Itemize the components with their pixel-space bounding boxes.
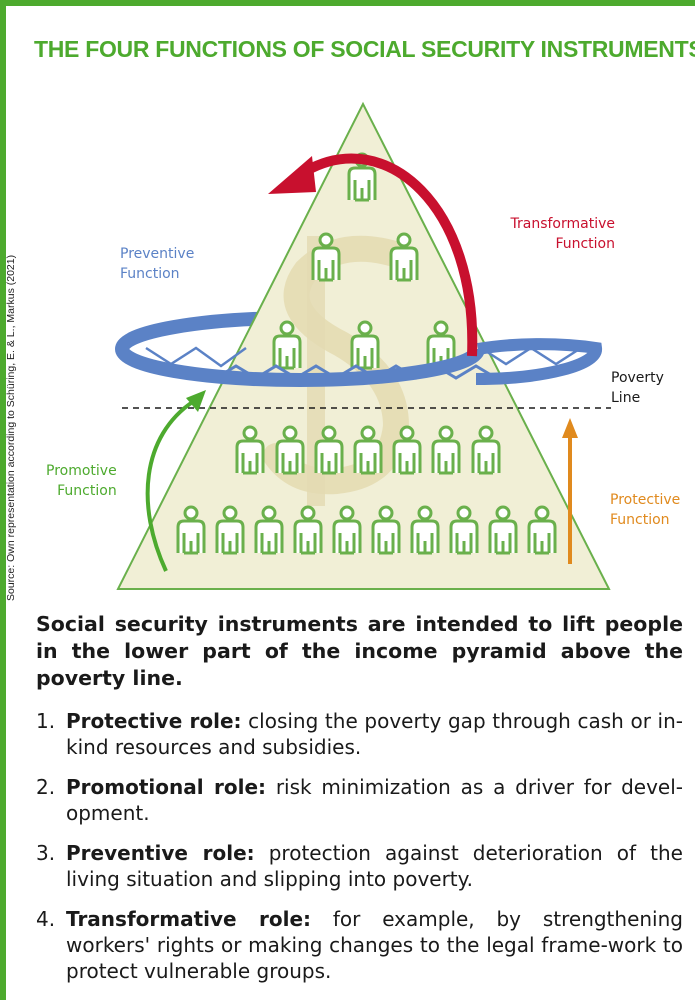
item-number: 3. [36, 841, 56, 865]
transformative-arrow [303, 153, 478, 357]
functions-list: 1. Protective role: closing the poverty g… [36, 708, 683, 984]
promotive-arrow [145, 399, 196, 572]
list-item: 1. Protective role: closing the poverty g… [36, 708, 683, 760]
item-term: Preventive role: [66, 841, 255, 865]
pyramid-diagram [115, 101, 611, 590]
text-block: Social security instruments are intended… [36, 611, 683, 998]
item-term: Protective role: [66, 709, 242, 733]
list-item: 3. Preventive role: protection against de… [36, 840, 683, 892]
item-term: Promotional role: [66, 775, 267, 799]
item-number: 2. [36, 775, 56, 799]
item-number: 1. [36, 709, 56, 733]
item-term: Transformative role: [66, 907, 312, 931]
lead-paragraph: Social security instruments are intended… [36, 612, 683, 690]
list-item: 4. Transformative role: for example, by s… [36, 906, 683, 984]
list-item: 2. Promotional role: risk minimization as… [36, 774, 683, 826]
item-text: protection against deterioration of the … [66, 841, 683, 891]
item-text: closing the poverty gap through cash or … [66, 709, 684, 759]
preventive-ring-front [115, 347, 485, 387]
page-title: THE FOUR FUNCTIONS OF SOCIAL SECURITY IN… [34, 36, 695, 62]
item-text: for example, by strengthening workers' r… [66, 907, 683, 983]
item-number: 4. [36, 907, 56, 931]
item-text: risk minimization as a driver for devel-… [66, 775, 684, 825]
